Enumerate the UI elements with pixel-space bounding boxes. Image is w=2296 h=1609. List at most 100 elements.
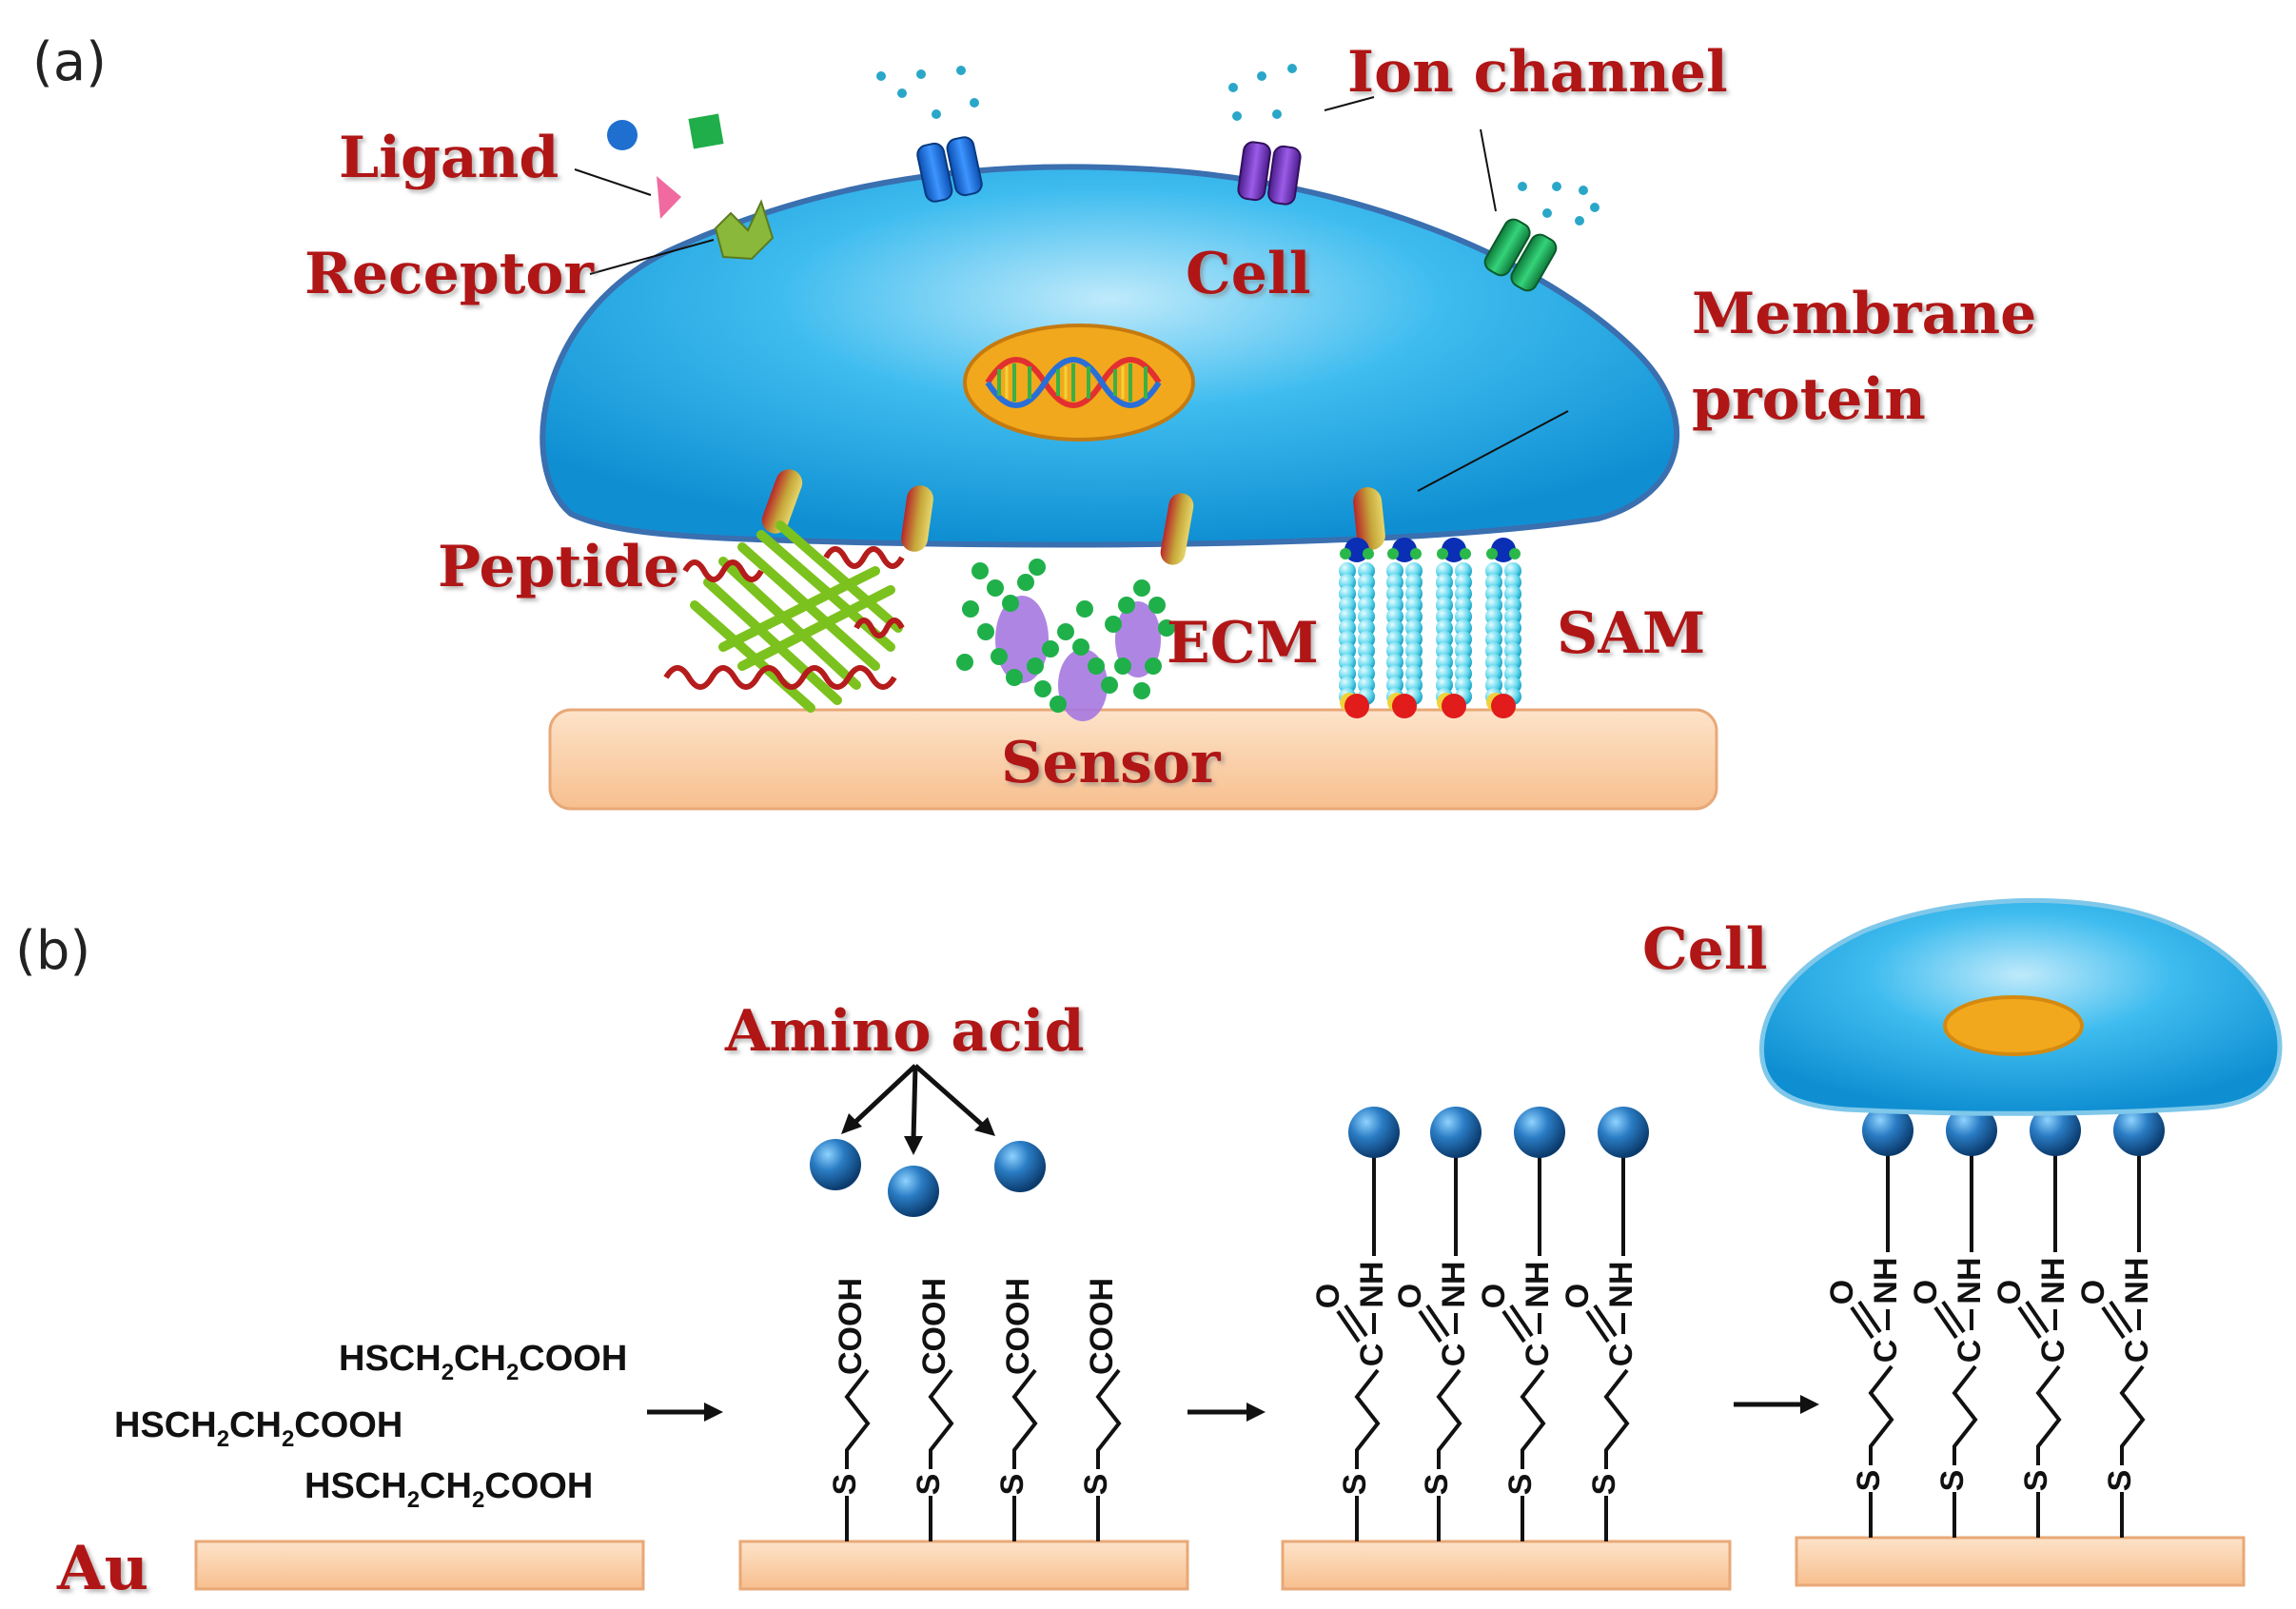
sulfur-label: S (1078, 1474, 1114, 1496)
carbon-label: C (1603, 1344, 1639, 1367)
sam-column (1436, 538, 1472, 718)
amino-acid-ball-icon (1598, 1107, 1649, 1158)
ligand-triangle-icon (657, 176, 681, 219)
amine-label: NH (2119, 1257, 2155, 1304)
receptor-icon (714, 199, 775, 261)
oxygen-label: O (1560, 1284, 1596, 1308)
sam-thiol-icon (1442, 694, 1466, 718)
oxygen-label: O (1992, 1280, 2028, 1305)
label-sensor: Sensor (1001, 730, 1222, 796)
amine-label: NH (1603, 1261, 1639, 1307)
ligand-square-icon (688, 113, 724, 149)
label-receptor: Receptor (304, 241, 595, 307)
sulfur-label: S (1851, 1470, 1887, 1492)
amide-chain: S C O NH (2075, 1105, 2165, 1538)
amino-acid-ball-icon (1430, 1107, 1482, 1158)
nucleus (963, 324, 1195, 441)
label-sam: SAM (1557, 600, 1705, 667)
cooh-label: COOH (916, 1278, 952, 1375)
oxygen-label: O (1310, 1284, 1346, 1308)
molecule-hsch2ch2cooh-1: HSCH2CH2COOH (339, 1339, 627, 1385)
label-ecm: ECM (1167, 610, 1319, 677)
label-amino-acid: Amino acid (724, 998, 1085, 1065)
sam-column (1339, 538, 1375, 718)
cooh-label: COOH (1000, 1278, 1036, 1375)
sulfur-label: S (1934, 1470, 1971, 1492)
amine-label: NH (1354, 1261, 1390, 1307)
label-cell-panel-b: Cell (1642, 916, 1768, 983)
amino-acid-balls (810, 1139, 1046, 1217)
amine-label: NH (2035, 1257, 2071, 1304)
amine-label: NH (1436, 1261, 1472, 1307)
carbon-label: C (2119, 1340, 2155, 1364)
sulfur-label: S (827, 1474, 863, 1496)
ecm-structure (956, 559, 1175, 721)
membrane-protein-icon (1353, 487, 1385, 550)
sulfur-label: S (911, 1474, 947, 1496)
membrane-protein-icon (901, 485, 933, 552)
au-substrate-1 (194, 1540, 645, 1591)
sam-column (1485, 538, 1521, 718)
label-au: Au (56, 1533, 148, 1604)
carbon-label: C (1520, 1344, 1556, 1367)
cooh-chain: S COOH (911, 1278, 954, 1541)
sam-head-icon (1344, 538, 1369, 562)
amino-acid-ball-icon (888, 1166, 939, 1217)
carbon-label: C (2035, 1340, 2071, 1364)
amino-acid-ball-icon (810, 1139, 861, 1190)
label-protein: protein (1692, 366, 1926, 433)
amide-chain: S C O NH (1992, 1105, 2081, 1538)
carbon-label: C (1436, 1344, 1472, 1367)
au-substrate-2 (738, 1540, 1189, 1591)
cell-panel-b (1758, 897, 2283, 1116)
amide-chain: S C O NH (1392, 1107, 1482, 1541)
process-arrows (647, 1395, 1819, 1422)
molecule-hsch2ch2cooh-3: HSCH2CH2COOH (304, 1466, 593, 1513)
amino-acid-ball-icon (1862, 1105, 1913, 1156)
sam-column (1386, 538, 1423, 718)
ligand-molecules (607, 113, 724, 219)
cooh-label: COOH (1084, 1278, 1120, 1375)
amino-acid-ball-icon (2113, 1105, 2165, 1156)
label-cell: Cell (1186, 241, 1311, 307)
amino-acid-ball-icon (1348, 1107, 1400, 1158)
amine-label: NH (1868, 1257, 1904, 1304)
sam-monolayer (1339, 538, 1521, 718)
label-ligand: Ligand (339, 125, 559, 191)
amino-acid-pointer-arrows (841, 1064, 995, 1155)
dna-helix-icon (985, 357, 1162, 408)
cooh-chain: S COOH (1078, 1278, 1122, 1541)
amino-acid-ball-icon (1514, 1107, 1565, 1158)
sulfur-label: S (1419, 1474, 1455, 1496)
carbon-label: C (1952, 1340, 1988, 1364)
ion-channel-blue-icon (916, 136, 983, 203)
membrane-protein-icon (761, 469, 803, 534)
sulfur-label: S (1337, 1474, 1373, 1496)
amide-chain: S C O NH (1310, 1107, 1400, 1541)
oxygen-label: O (1824, 1280, 1860, 1305)
sulfur-label: S (2018, 1470, 2054, 1492)
sam-head-icon (1491, 538, 1516, 562)
oxygen-label: O (2075, 1280, 2111, 1305)
sensor-substrate (548, 708, 1718, 811)
panel-a-tag: (a) (32, 31, 107, 93)
label-ion-channel: Ion channel (1347, 39, 1728, 106)
ligand-circle-icon (607, 120, 638, 150)
membrane-protein-icon (1160, 493, 1194, 565)
sam-head-icon (1442, 538, 1466, 562)
amino-acid-ball-icon (994, 1141, 1046, 1192)
sulfur-label: S (2102, 1470, 2138, 1492)
au-substrate-4 (1795, 1536, 2246, 1587)
label-peptide: Peptide (438, 534, 679, 600)
oxygen-label: O (1392, 1284, 1428, 1308)
amino-acid-ball-icon (2030, 1105, 2081, 1156)
molecule-hsch2ch2cooh-2: HSCH2CH2COOH (114, 1405, 402, 1452)
carbon-label: C (1354, 1344, 1390, 1367)
